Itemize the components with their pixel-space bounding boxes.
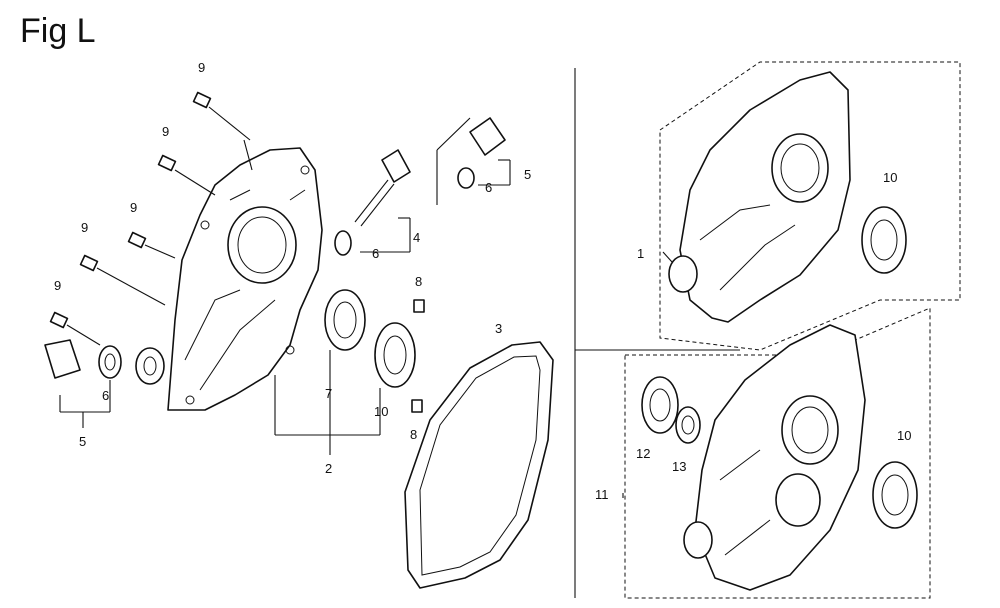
crankcase-cover bbox=[167, 147, 323, 411]
callout-7: 7 bbox=[325, 386, 332, 401]
callout-9: 9 bbox=[81, 220, 88, 235]
bearing-10-left bbox=[374, 322, 416, 388]
callout-2: 2 bbox=[325, 461, 332, 476]
oil-filler-cap-top bbox=[436, 117, 506, 205]
callout-4: 4 bbox=[413, 230, 420, 245]
bolt-icon bbox=[157, 154, 216, 196]
callout-11: 11 bbox=[595, 487, 609, 502]
bolt-icon bbox=[192, 91, 251, 141]
bolt-group bbox=[49, 91, 251, 346]
dowel-pin bbox=[413, 299, 425, 313]
dowel-pin bbox=[411, 399, 423, 413]
callout-12: 12 bbox=[636, 446, 650, 461]
crankcase-cover-assy-1 bbox=[662, 71, 907, 323]
callout-3: 3 bbox=[495, 321, 502, 336]
bearing-7 bbox=[324, 289, 366, 351]
callout-9: 9 bbox=[54, 278, 61, 293]
figure-title: Fig L bbox=[20, 12, 96, 50]
callout-8: 8 bbox=[410, 427, 417, 442]
gasket bbox=[404, 341, 554, 589]
callout-10: 10 bbox=[883, 170, 897, 185]
callout-6: 6 bbox=[485, 180, 492, 195]
callout-9: 9 bbox=[130, 200, 137, 215]
callout-6: 6 bbox=[372, 246, 379, 261]
callout-1: 1 bbox=[637, 246, 644, 261]
callout-8: 8 bbox=[415, 274, 422, 289]
callout-10: 10 bbox=[897, 428, 911, 443]
callout-5: 5 bbox=[79, 434, 86, 449]
callout-6: 6 bbox=[102, 388, 109, 403]
callout-labels: 9 9 9 9 9 6 5 7 10 2 8 8 4 6 5 6 3 1 10 … bbox=[54, 60, 911, 502]
bolt-icon bbox=[79, 254, 166, 306]
callout-13: 13 bbox=[672, 459, 686, 474]
bolt-icon bbox=[127, 231, 176, 259]
callout-9: 9 bbox=[162, 124, 169, 139]
callout-9: 9 bbox=[198, 60, 205, 75]
crankcase-cover-assy-11 bbox=[622, 324, 918, 591]
dipstick bbox=[334, 149, 411, 256]
callout-10: 10 bbox=[374, 404, 388, 419]
group-outline-1 bbox=[659, 61, 961, 351]
bolt-icon bbox=[49, 311, 101, 346]
leader-lines-left bbox=[59, 139, 511, 455]
oil-filler-cap-left bbox=[44, 339, 165, 385]
callout-5: 5 bbox=[524, 167, 531, 182]
